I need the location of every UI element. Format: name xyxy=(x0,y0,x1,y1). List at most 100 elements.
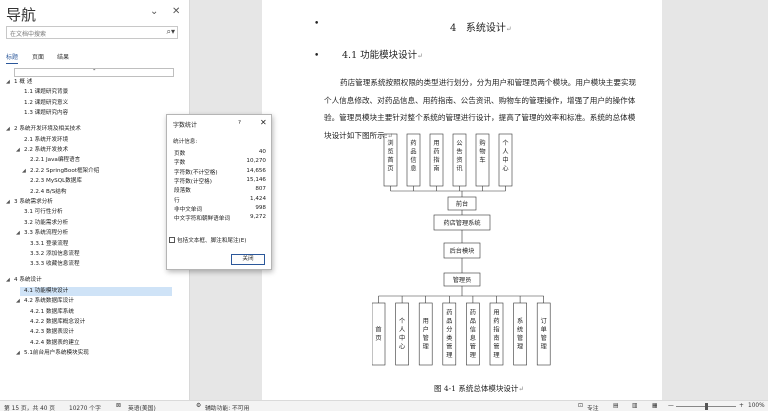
outline-item[interactable]: 3.1 可行性分析 xyxy=(24,209,63,216)
focus-mode[interactable]: 专注 xyxy=(587,406,599,411)
admin-module-box xyxy=(372,302,386,366)
admin-module-box xyxy=(395,302,409,366)
page-count[interactable]: 第 15 页，共 40 页 xyxy=(4,406,56,411)
outline-item[interactable]: 1.3 课题研究内容 xyxy=(24,110,69,117)
close-button[interactable]: 关闭 xyxy=(231,254,265,265)
outline-item[interactable]: 3 系统需求分析 xyxy=(14,199,53,205)
user-module-label: 个人中心 xyxy=(502,140,508,173)
accessibility-icon: ⚙ xyxy=(196,403,202,409)
outline-item[interactable]: 5.1前台用户系统模块实现 xyxy=(24,350,89,357)
collapse-toggle-icon[interactable]: ◢ xyxy=(16,147,20,153)
outline-item[interactable]: 2.2.2 SpringBoot框架介绍 xyxy=(30,167,100,174)
body-paragraph: 药店管理系统按照权限的类型进行划分，分为用户和管理员两个模块。用户模块主要实现个… xyxy=(324,78,637,140)
outline-item[interactable]: 3.3.2 添加信息流程 xyxy=(30,251,80,257)
outline-item[interactable]: 3.3 系统流程分析 xyxy=(24,230,69,237)
outline-item[interactable]: 4 系统设计 xyxy=(14,277,42,284)
admin-module-box xyxy=(513,302,527,366)
nav-title: 导航 xyxy=(6,6,37,24)
system-label: 药店管理系统 xyxy=(443,219,480,227)
stat-value: 807 xyxy=(255,186,266,193)
word-count[interactable]: 10270 个字 xyxy=(69,406,101,411)
read-mode-icon[interactable]: ▤ xyxy=(613,403,619,409)
include-textboxes-checkbox[interactable]: 包括文本框、脚注和尾注(E) xyxy=(169,236,246,244)
stat-value: 14,656 xyxy=(246,167,266,174)
collapse-toggle-icon[interactable]: ◢ xyxy=(6,126,10,133)
outline-item[interactable]: 3.3.3 收藏信息流程 xyxy=(30,261,80,268)
outline-item[interactable]: 1 概 述 xyxy=(14,79,33,85)
tab-pages[interactable]: 页面 xyxy=(32,54,45,61)
outline-top-item[interactable]: - xyxy=(14,66,174,77)
stat-label: 页数 xyxy=(174,151,186,157)
search-icon[interactable]: ⌕▾ xyxy=(166,27,176,36)
zoom-out-button[interactable]: — xyxy=(668,403,674,409)
front-label: 前台 xyxy=(456,200,468,208)
tab-headings[interactable]: 标题 xyxy=(6,52,19,64)
help-icon[interactable]: ? xyxy=(238,120,241,126)
outline-item[interactable]: 4.2 系统数据库设计 xyxy=(24,298,74,305)
close-icon[interactable]: ✕ xyxy=(260,118,267,127)
admin-module-label: 药品信息管理 xyxy=(470,309,476,360)
user-module-label: 用药指南 xyxy=(433,140,439,173)
figure-caption: 图 4-1 系统总体模块设计↵ xyxy=(434,384,525,393)
close-icon[interactable]: ✕ xyxy=(172,6,181,17)
chevron-down-icon[interactable]: ⌄ xyxy=(150,6,159,17)
outline-item[interactable]: 4.2.4 数据表的建立 xyxy=(30,339,80,346)
selected-highlight xyxy=(20,286,172,296)
admin-module-label: 系统管理 xyxy=(517,317,523,351)
zoom-in-button[interactable]: + xyxy=(739,403,744,409)
outline-item[interactable]: 4.2.3 数据表设计 xyxy=(30,329,74,336)
web-layout-icon[interactable]: ▦ xyxy=(652,403,658,409)
stat-label: 字符数(不计空格) xyxy=(174,169,218,176)
accessibility-status[interactable]: 辅助功能: 不可用 xyxy=(205,406,250,411)
outline-item[interactable]: 3.2 功能需求分析 xyxy=(24,219,69,226)
outline-item[interactable]: 2.2.3 MySQL数据库 xyxy=(30,178,82,185)
collapse-toggle-icon[interactable]: ◢ xyxy=(22,167,26,174)
outline-item[interactable]: 2.1 系统开发环境 xyxy=(24,136,69,143)
collapse-toggle-icon[interactable]: ◢ xyxy=(16,350,20,357)
print-layout-icon[interactable]: ▥ xyxy=(632,403,638,409)
user-module-label: 购物车 xyxy=(479,139,485,164)
outline-item[interactable]: 2 系统开发环境及相关技术 xyxy=(14,126,81,133)
collapse-toggle-icon[interactable]: ◢ xyxy=(6,79,10,85)
outline-item[interactable]: 1.1 课题研究背景 xyxy=(24,89,69,96)
admin-module-box xyxy=(418,302,433,366)
zoom-level[interactable]: 100% xyxy=(748,403,765,409)
outline-item[interactable]: 2.2.1 Java编程语言 xyxy=(30,157,81,164)
admin-label: 管理员 xyxy=(453,276,472,284)
collapse-toggle-icon[interactable]: ◢ xyxy=(6,277,10,284)
collapse-toggle-icon[interactable]: ◢ xyxy=(16,230,20,237)
stat-label: 中文字符和朝鲜语单词 xyxy=(174,216,230,223)
stat-label: 非中文单词 xyxy=(174,206,202,213)
search-input[interactable]: 在文档中搜索 ⌕▾ xyxy=(6,26,178,39)
outline-item[interactable]: 3.3.1 登录流程 xyxy=(30,240,69,247)
zoom-slider-thumb[interactable] xyxy=(705,403,708,410)
stat-label: 字符数(计空格) xyxy=(174,178,212,185)
outline-item[interactable]: 4.2.1 数据库系统 xyxy=(30,308,74,315)
proofing-icon[interactable]: ⊠ xyxy=(116,403,121,409)
collapse-toggle-icon[interactable]: ◢ xyxy=(6,199,10,205)
checkbox-label: 包括文本框、脚注和尾注(E) xyxy=(177,238,247,244)
outline-item[interactable]: 2.2.4 B/S结构 xyxy=(30,188,67,195)
checkbox-box[interactable] xyxy=(169,237,175,243)
outline-item[interactable]: 2.2 系统开发技术 xyxy=(24,147,69,153)
dialog-title: 字数统计 xyxy=(173,122,198,129)
user-module-label: 浏览首页 xyxy=(387,139,393,173)
outline-item[interactable]: 4.2.2 数据库概念设计 xyxy=(30,319,86,325)
tab-results[interactable]: 结果 xyxy=(57,54,70,61)
outline-item[interactable]: 4.1 功能模块设计 xyxy=(24,287,69,294)
stat-value: 15,146 xyxy=(246,176,266,183)
backend-label: 后台模块 xyxy=(450,247,475,255)
outline-item[interactable]: 1.2 课题研究意义 xyxy=(24,99,69,106)
admin-module-label: 个人中心 xyxy=(399,318,405,351)
collapse-toggle-icon[interactable]: ◢ xyxy=(16,298,20,305)
bullet-marker: • xyxy=(314,51,320,61)
language[interactable]: 英语(美国) xyxy=(128,406,156,411)
stat-label: 行 xyxy=(174,197,180,204)
chapter-heading: 4 系统设计↵ xyxy=(450,23,512,34)
